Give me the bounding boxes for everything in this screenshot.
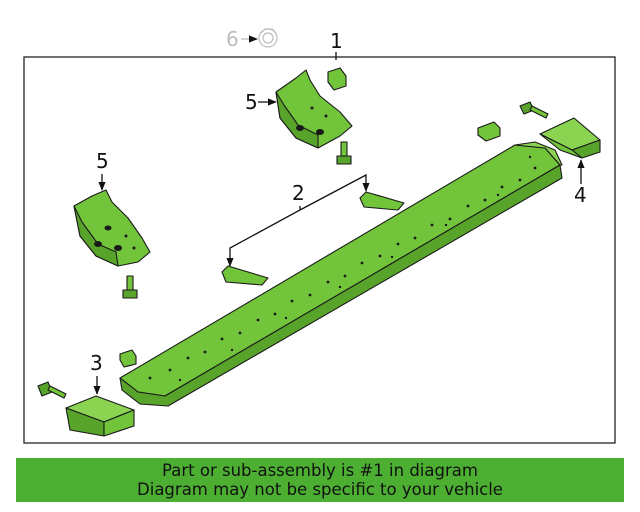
callout-5-left: 5 — [96, 149, 109, 173]
bolt-upper — [336, 141, 352, 165]
callout-4: 4 — [574, 183, 587, 207]
clip-right — [477, 121, 501, 142]
mount-bracket-left: 5 — [73, 149, 151, 267]
callout-1: 1 — [330, 29, 343, 53]
bolt-bottom-left — [37, 381, 67, 399]
callout-6: 6 — [226, 27, 239, 51]
mount-hole — [94, 241, 102, 247]
end-cap-right-side — [539, 133, 583, 159]
mount-hole — [114, 245, 122, 251]
end-cap-part-4: 4 — [539, 117, 601, 207]
mount-bracket-upper-face — [275, 91, 319, 149]
callout-3: 3 — [90, 351, 103, 375]
running-board-holes — [148, 155, 537, 382]
running-board — [119, 141, 563, 407]
mount-hole — [316, 129, 324, 135]
callout-2: 2 — [292, 181, 305, 205]
clip-left — [119, 349, 137, 368]
bracket-upper — [359, 191, 405, 211]
end-cap-part-3: 3 — [65, 351, 135, 437]
end-cap-left-side — [103, 409, 135, 437]
callout-2-leader-b — [299, 173, 370, 211]
nut-icon — [258, 28, 278, 48]
bracket-part-2: 2 — [221, 173, 405, 286]
running-board-top — [119, 144, 561, 397]
mount-bracket-upper: 5 — [245, 69, 353, 149]
callout-1-group: 1 — [330, 29, 343, 60]
running-board-end — [514, 141, 563, 166]
mount-hole — [104, 225, 112, 231]
callout-5-upper: 5 — [245, 90, 258, 114]
info-banner: Part or sub-assembly is #1 in diagram Di… — [16, 458, 624, 502]
bolt-left — [122, 275, 138, 299]
mount-hole — [296, 125, 304, 131]
banner-line-2: Diagram may not be specific to your vehi… — [137, 480, 503, 499]
callout-2-leader — [226, 206, 301, 267]
bracket-lower — [221, 265, 269, 286]
mount-bracket-left-face — [73, 205, 119, 267]
callout-6-group: 6 — [226, 27, 278, 51]
bolt-top-right — [519, 101, 549, 119]
clip-part-1 — [327, 67, 347, 91]
banner-line-1: Part or sub-assembly is #1 in diagram — [162, 461, 478, 480]
diagram-frame — [23, 56, 616, 444]
running-board-side — [119, 164, 563, 407]
